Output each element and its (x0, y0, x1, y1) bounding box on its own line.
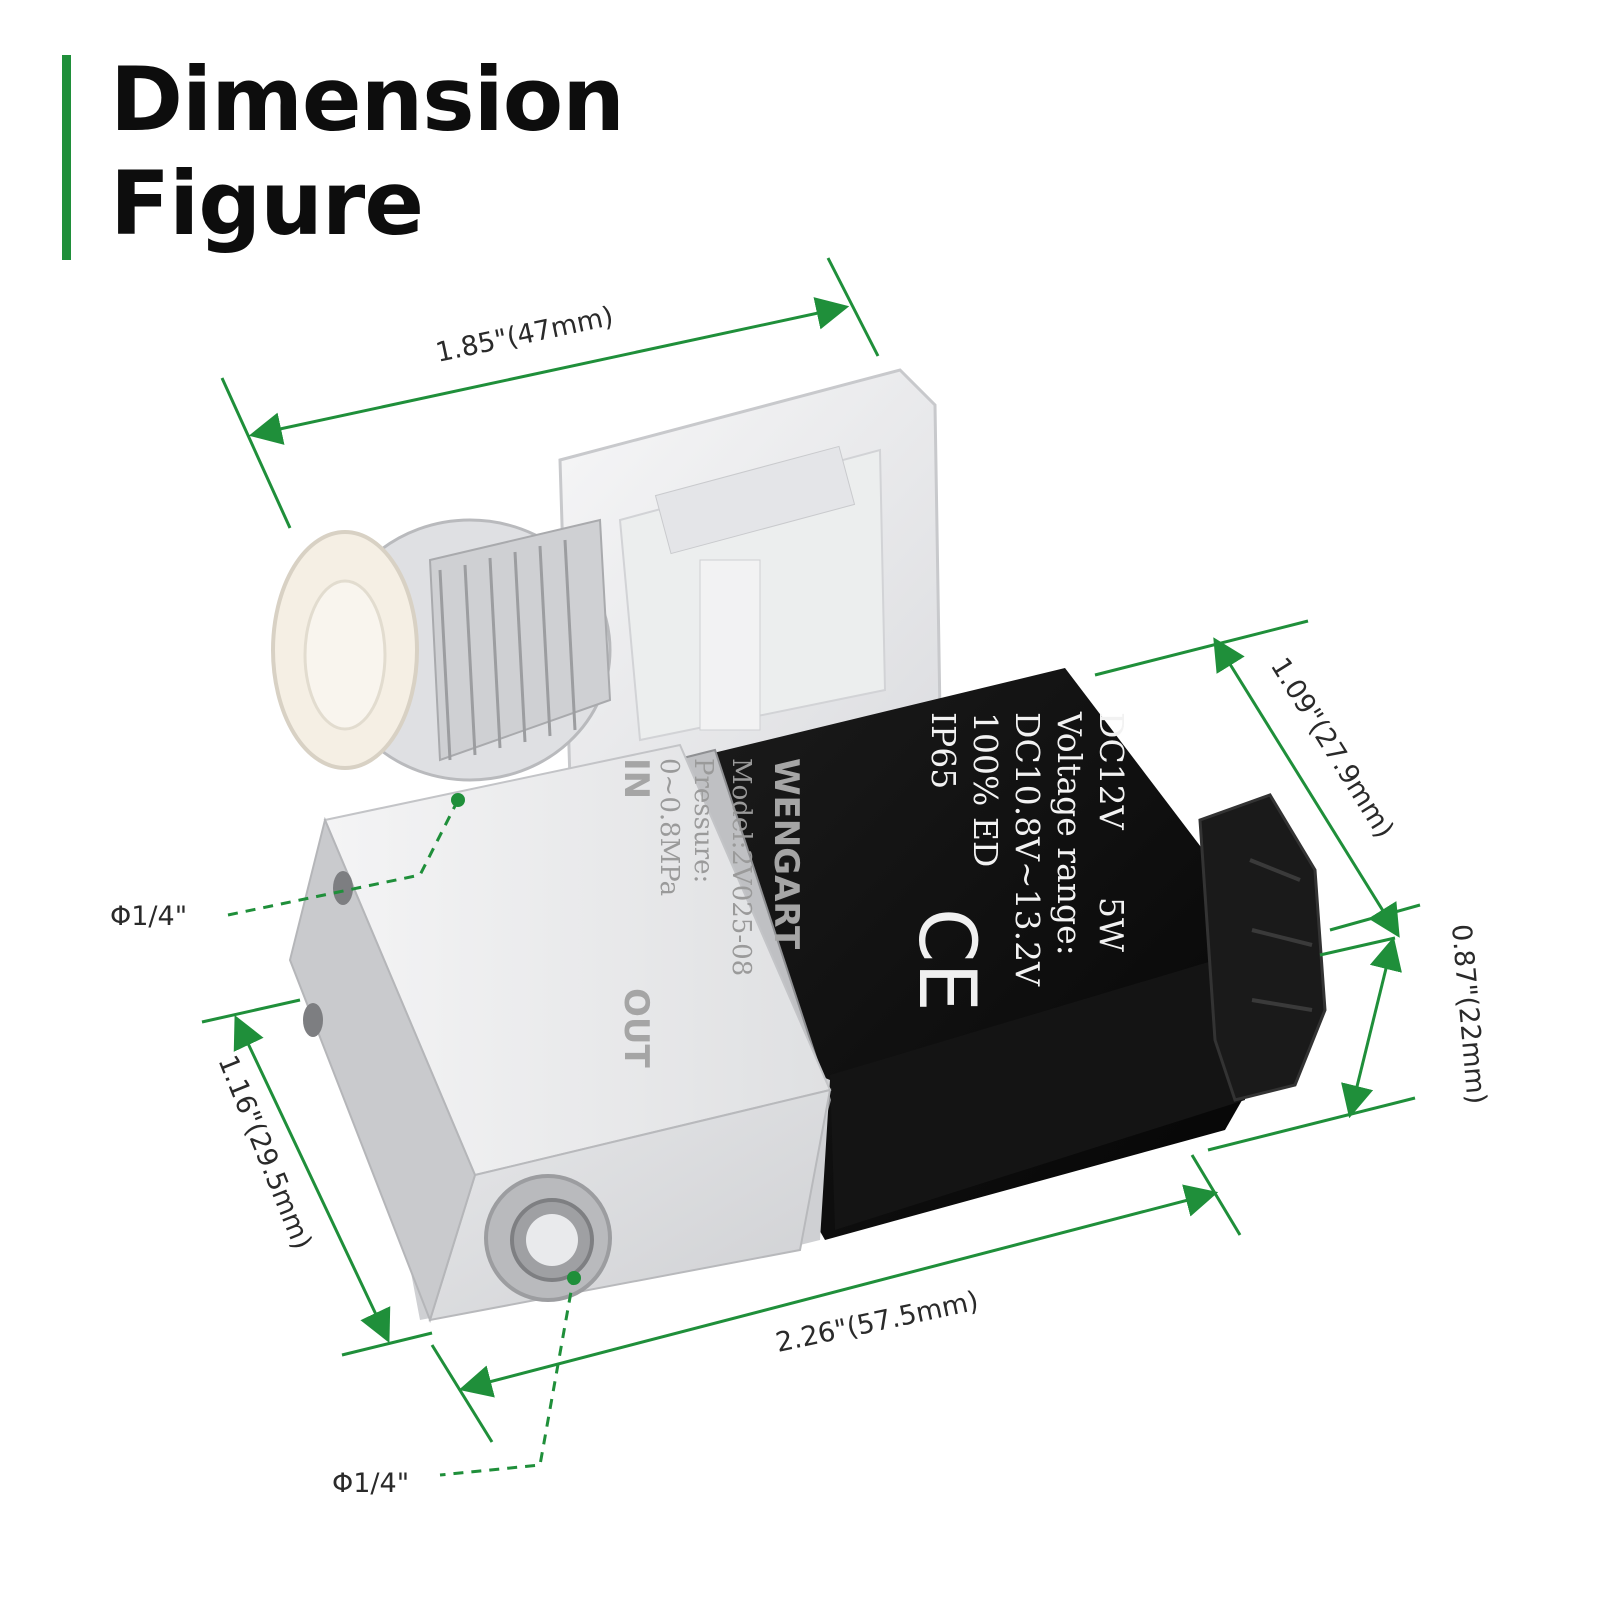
pressure-value: 0~0.8MPa (654, 758, 684, 896)
dim-port-top: Φ1/4" (110, 901, 187, 932)
ce-mark-text: CE (901, 908, 991, 1012)
port-out-label: OUT (616, 988, 656, 1069)
brand-name: WENGART (766, 758, 806, 950)
title-line-1: Dimension (110, 48, 625, 151)
dim-top-width: 1.85"(47mm) (433, 301, 616, 369)
coil-voltage-range: DC10.8V~13.2V (1008, 712, 1047, 987)
coil-power: 5W (1092, 897, 1131, 952)
dim-total-length: 2.26"(57.5mm) (773, 1286, 981, 1359)
connector-housing (558, 368, 942, 782)
model-number: Model:2V025-08 (726, 758, 756, 976)
title-line-2: Figure (110, 152, 424, 255)
port-in-label: IN (616, 758, 656, 799)
valve-body-markings: WENGART Model:2V025-08 Pressure: 0~0.8MP… (616, 758, 806, 1069)
port-top-marker (451, 793, 465, 807)
coil-duty-cycle: 100% ED (966, 712, 1005, 867)
pressure-label: Pressure: (688, 758, 718, 883)
port-bottom-marker (567, 1271, 581, 1285)
ce-mark: CE (901, 908, 991, 1012)
cable-gland (271, 518, 612, 782)
coil-voltage-range-label: Voltage range: (1050, 711, 1089, 956)
dim-coil-depth: 0.87"(22mm) (1445, 923, 1492, 1106)
title-accent-bar (62, 55, 71, 260)
dim-port-bottom: Φ1/4" (332, 1468, 409, 1499)
dim-coil-height: 1.09"(27.9mm) (1264, 652, 1400, 843)
dimension-lines (201, 257, 1421, 1477)
coil-label-text: DC12V 5W Voltage range: DC10.8V~13.2V 10… (924, 711, 1131, 987)
coil-nut (1198, 793, 1327, 1102)
coil-voltage: DC12V (1092, 712, 1131, 831)
page-title: Dimension Figure (110, 48, 625, 256)
coil-ip-rating: IP65 (924, 712, 963, 789)
